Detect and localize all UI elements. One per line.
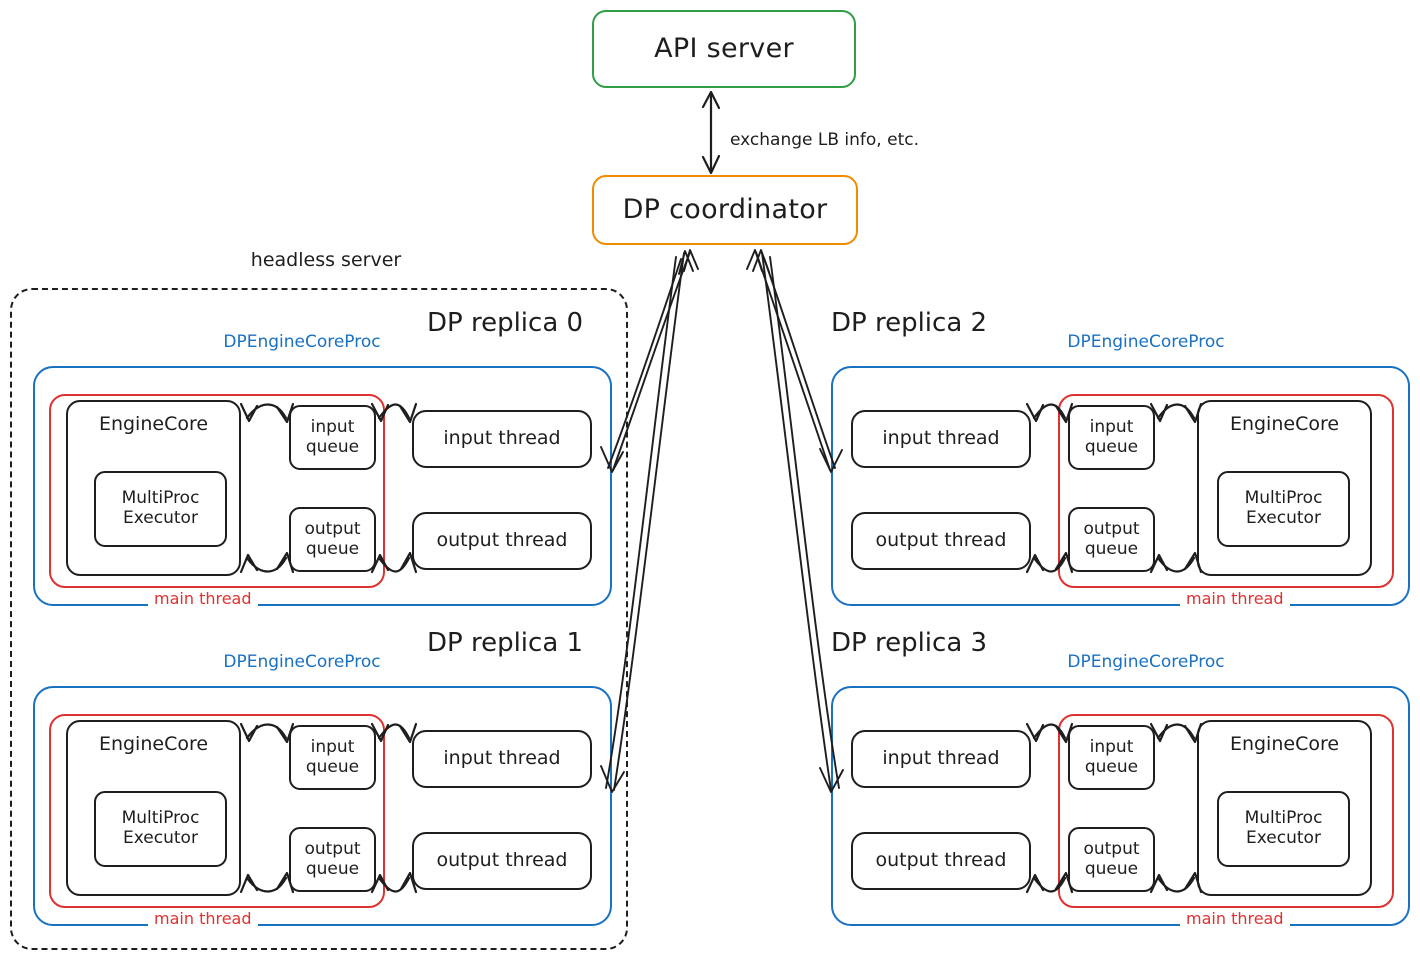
replica-3-multiproc-executor[interactable]: MultiProc Executor <box>1217 791 1350 867</box>
replica-3-input-thread[interactable]: input thread <box>851 730 1031 788</box>
dp-coordinator-node[interactable]: DP coordinator <box>592 175 858 245</box>
replica-3-title: DP replica 3 <box>831 628 988 658</box>
replica-1-output-queue[interactable]: output queue <box>289 827 376 892</box>
replica-1-input-thread[interactable]: input thread <box>412 730 592 788</box>
replica-2-title: DP replica 2 <box>831 308 988 338</box>
api-server-node[interactable]: API server <box>592 10 856 88</box>
replica-1-output-queue-line1: output <box>304 838 361 859</box>
replica-0-input-thread[interactable]: input thread <box>412 410 592 468</box>
replica-2-output-thread[interactable]: output thread <box>851 512 1031 570</box>
replica-3-input-queue[interactable]: input queue <box>1068 725 1155 790</box>
replica-3-multiproc-line1: MultiProc <box>1244 808 1323 829</box>
replica-1-proc-label: DPEngineCoreProc <box>223 652 381 672</box>
replica-3-input-thread-label: input thread <box>882 747 1000 770</box>
replica-2-input-queue-line1: input <box>1089 416 1134 437</box>
replica-2-output-queue-line2: queue <box>1084 538 1139 559</box>
replica-2-input-queue-line2: queue <box>1084 436 1139 457</box>
replica-2-output-thread-label: output thread <box>875 529 1007 552</box>
replica-1-output-thread[interactable]: output thread <box>412 832 592 890</box>
headless-server-label: headless server <box>250 249 402 271</box>
replica-0-title: DP replica 0 <box>427 308 584 338</box>
replica-0-multiproc-line2: Executor <box>123 508 198 528</box>
replica-2-multiproc-executor[interactable]: MultiProc Executor <box>1217 471 1350 547</box>
replica-0-output-queue[interactable]: output queue <box>289 507 376 572</box>
replica-1-output-queue-line2: queue <box>305 858 360 879</box>
replica-3-main-thread-label: main thread <box>1180 909 1290 928</box>
replica-1-main-thread-label: main thread <box>148 909 258 928</box>
replica-0-output-thread-label: output thread <box>436 529 568 552</box>
replica-3-multiproc-line2: Executor <box>1246 828 1321 848</box>
replica-3-input-queue-line2: queue <box>1084 756 1139 777</box>
replica-2-main-thread-label: main thread <box>1180 589 1290 608</box>
replica-1-output-thread-label: output thread <box>436 849 568 872</box>
replica-3-output-queue-line2: queue <box>1084 858 1139 879</box>
replica-2-input-thread[interactable]: input thread <box>851 410 1031 468</box>
replica-1-input-queue-line2: queue <box>305 756 360 777</box>
replica-3-proc-label: DPEngineCoreProc <box>1067 652 1225 672</box>
replica-3-output-thread[interactable]: output thread <box>851 832 1031 890</box>
replica-2-multiproc-line1: MultiProc <box>1244 488 1323 509</box>
replica-3-output-thread-label: output thread <box>875 849 1007 872</box>
replica-0-proc-label: DPEngineCoreProc <box>223 332 381 352</box>
replica-3-output-queue[interactable]: output queue <box>1068 827 1155 892</box>
replica-0-output-queue-line1: output <box>304 518 361 539</box>
replica-3-output-queue-line1: output <box>1083 838 1140 859</box>
replica-0-input-queue-line1: input <box>310 416 355 437</box>
connector-coordinator-replica-2 <box>746 249 843 473</box>
replica-1-multiproc-line2: Executor <box>123 828 198 848</box>
replica-0-input-thread-label: input thread <box>443 427 561 450</box>
replica-1-input-queue[interactable]: input queue <box>289 725 376 790</box>
exchange-lb-info-label: exchange LB info, etc. <box>730 130 919 150</box>
dp-coordinator-label: DP coordinator <box>622 194 828 226</box>
replica-1-multiproc-executor[interactable]: MultiProc Executor <box>94 791 227 867</box>
replica-0-output-queue-line2: queue <box>305 538 360 559</box>
replica-1-title: DP replica 1 <box>427 628 584 658</box>
replica-2-input-queue[interactable]: input queue <box>1068 405 1155 470</box>
replica-2-engine-core-label: EngineCore <box>1229 413 1340 435</box>
replica-1-engine-core-label: EngineCore <box>98 733 209 755</box>
replica-0-multiproc-executor[interactable]: MultiProc Executor <box>94 471 227 547</box>
connector-coordinator-replica-3 <box>752 249 844 793</box>
replica-3-engine-core-label: EngineCore <box>1229 733 1340 755</box>
replica-0-multiproc-line1: MultiProc <box>121 488 200 509</box>
replica-2-output-queue[interactable]: output queue <box>1068 507 1155 572</box>
replica-1-input-queue-line1: input <box>310 736 355 757</box>
replica-2-proc-label: DPEngineCoreProc <box>1067 332 1225 352</box>
api-server-label: API server <box>654 33 794 65</box>
replica-1-input-thread-label: input thread <box>443 747 561 770</box>
replica-0-input-queue[interactable]: input queue <box>289 405 376 470</box>
replica-0-engine-core-label: EngineCore <box>98 413 209 435</box>
replica-2-multiproc-line2: Executor <box>1246 508 1321 528</box>
replica-3-input-queue-line1: input <box>1089 736 1134 757</box>
replica-2-output-queue-line1: output <box>1083 518 1140 539</box>
replica-0-input-queue-line2: queue <box>305 436 360 457</box>
replica-2-input-thread-label: input thread <box>882 427 1000 450</box>
replica-0-main-thread-label: main thread <box>148 589 258 608</box>
replica-1-multiproc-line1: MultiProc <box>121 808 200 829</box>
replica-0-output-thread[interactable]: output thread <box>412 512 592 570</box>
connector-api-coordinator <box>701 90 721 175</box>
